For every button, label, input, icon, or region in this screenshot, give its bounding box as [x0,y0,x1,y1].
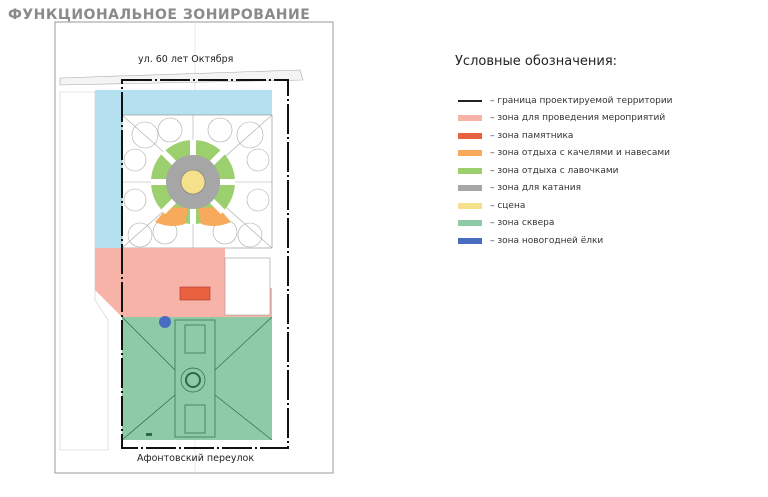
boundary-line-icon [458,100,482,102]
legend-item: – зона для проведения мероприятий [458,113,665,123]
parking-zone-top [95,90,272,115]
legend-item: – граница проектируемой территории [458,96,673,106]
swing-zone-left [155,207,188,226]
swatch-icon [458,168,482,174]
swatch-icon [458,115,482,121]
legend-item: – зона отдыха с качелями и навесами [458,148,670,158]
street-top-road [59,69,304,86]
legend-item: – зона для катания [458,183,581,193]
street-bottom-label: Афонтовский переулок [137,453,255,464]
monument-zone [179,286,211,301]
swatch-icon [458,238,482,244]
legend-item: – зона памятника [458,131,573,141]
parking-zone-left [95,90,122,248]
square-zone [122,317,272,440]
swatch-icon [458,133,482,139]
legend-item: – зона сквера [458,218,554,228]
stage [180,169,206,195]
swatch-icon [458,150,482,156]
street-top-label: ул. 60 лет Октября [138,54,234,65]
legend-title: Условные обозначения: [455,54,618,69]
page-title: ФУНКЦИОНАЛЬНОЕ ЗОНИРОВАНИЕ [8,7,311,23]
legend-item: – зона отдыха с лавочками [458,166,619,176]
project-boundary [121,79,289,449]
swatch-icon [458,203,482,209]
swatch-icon [458,185,482,191]
legend-item: – сцена [458,201,525,211]
swatch-icon [458,220,482,226]
swing-zone-right [198,207,231,226]
legend-item: – зона новогодней ёлки [458,236,603,246]
christmas-tree-zone [159,316,171,328]
